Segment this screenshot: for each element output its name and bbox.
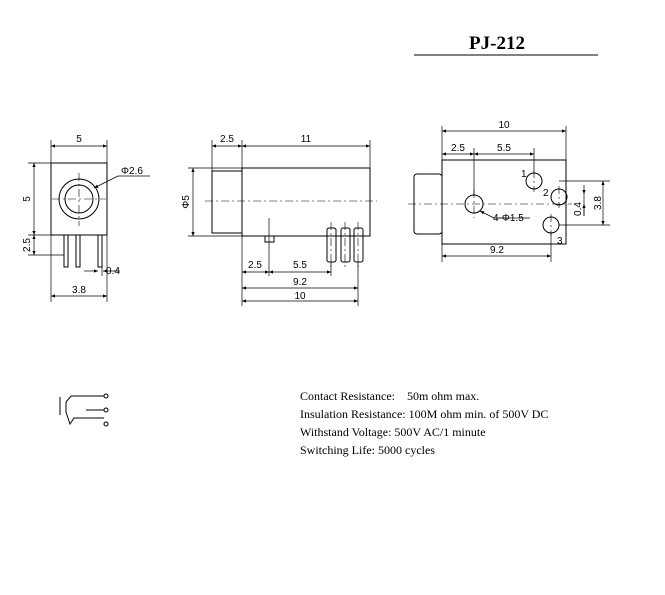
spec-insulation-resistance: Insulation Resistance: 100M ohm min. of … [300, 407, 548, 421]
top-view: 1 2 3 10 2.5 5.5 4-Φ1.5 9.2 3.8 0.4 [408, 120, 610, 262]
front-height-label: 5 [22, 196, 33, 202]
top-total-label: 10 [498, 120, 510, 131]
side-pin-1 [326, 227, 337, 263]
side-pin-first-label: 2.5 [248, 260, 262, 271]
top-pitch-label: 9.2 [490, 245, 504, 256]
side-pin-3 [353, 227, 364, 263]
front-pin-height-label: 2.5 [22, 238, 33, 252]
spec-contact-resistance: Contact Resistance: 50m ohm max. [300, 389, 479, 403]
specifications: Contact Resistance: 50m ohm max. Insulat… [300, 389, 548, 457]
top-pin-label-1: 1 [521, 169, 527, 180]
side-post [264, 235, 275, 243]
top-offset-label: 0.4 [573, 202, 584, 216]
front-pin-offset-label: 0.4 [106, 266, 120, 277]
front-pin-left [63, 234, 69, 268]
side-pin-second-label: 5.5 [293, 260, 307, 271]
jack-schematic-symbol [59, 393, 109, 427]
side-total-label: 10 [294, 291, 306, 302]
front-hole-dia-label: Φ2.6 [121, 166, 143, 177]
top-body [441, 159, 567, 245]
side-view: 2.5 11 Φ5 2.5 5.5 9.2 10 [181, 134, 377, 306]
side-length-label: 11 [301, 134, 312, 145]
part-title: PJ-212 [469, 33, 525, 54]
top-pin-label-3: 3 [557, 236, 563, 247]
side-pin-span-label: 9.2 [293, 277, 307, 288]
top-height-label: 3.8 [593, 196, 604, 210]
top-pin-label-2: 2 [543, 188, 549, 199]
top-second-label: 5.5 [497, 143, 511, 154]
side-pin-2 [340, 227, 351, 263]
top-first-label: 2.5 [451, 143, 465, 154]
spec-withstand-voltage: Withstand Voltage: 500V AC/1 minute [300, 425, 486, 439]
front-view: 5 5 2.5 Φ2.6 0.4 3.8 [22, 134, 150, 302]
side-body [241, 167, 371, 237]
side-diameter-label: Φ5 [181, 195, 192, 209]
top-holes-label: 4-Φ1.5 [493, 213, 524, 224]
front-width-label: 5 [76, 134, 82, 145]
side-flange [211, 170, 243, 234]
front-pin-mid [75, 234, 81, 268]
front-base-width-label: 3.8 [72, 285, 86, 296]
spec-switching-life: Switching Life: 5000 cycles [300, 443, 435, 457]
front-pin-right [97, 234, 103, 268]
side-flange-label: 2.5 [220, 134, 234, 145]
